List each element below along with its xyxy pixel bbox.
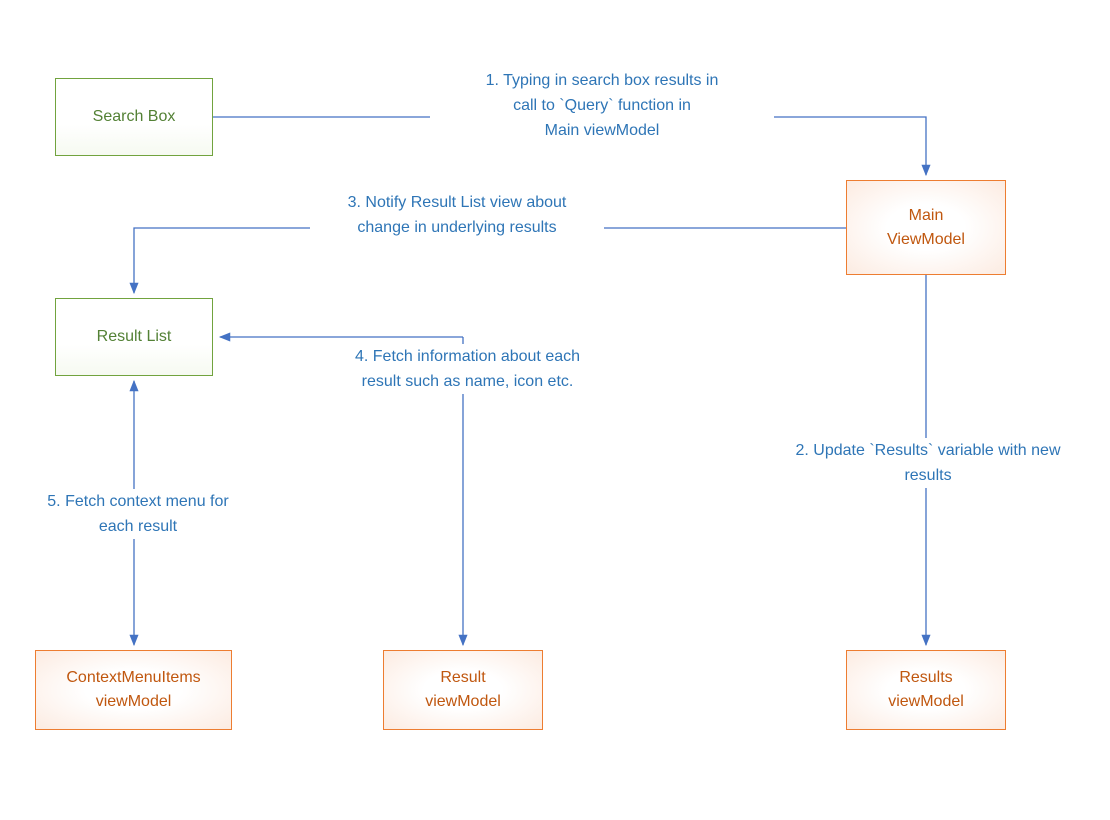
edge-label-5: 5. Fetch context menu for each result (26, 489, 250, 539)
node-search-box: Search Box (55, 78, 213, 156)
node-result-list: Result List (55, 298, 213, 376)
node-main-viewmodel: Main ViewModel (846, 180, 1006, 275)
node-contextmenuitems-viewmodel: ContextMenuItems viewModel (35, 650, 232, 730)
node-results-viewmodel: Results viewModel (846, 650, 1006, 730)
connector-3-mainviewmodel-to-resultlist (129, 227, 846, 295)
edge-label-4: 4. Fetch information about each result s… (318, 344, 617, 394)
edge-label-2: 2. Update `Results` variable with new re… (762, 438, 1094, 488)
edge-label-3: 3. Notify Result List view about change … (310, 190, 604, 240)
edge-label-1: 1. Typing in search box results in call … (430, 68, 774, 143)
node-result-viewmodel: Result viewModel (383, 650, 543, 730)
